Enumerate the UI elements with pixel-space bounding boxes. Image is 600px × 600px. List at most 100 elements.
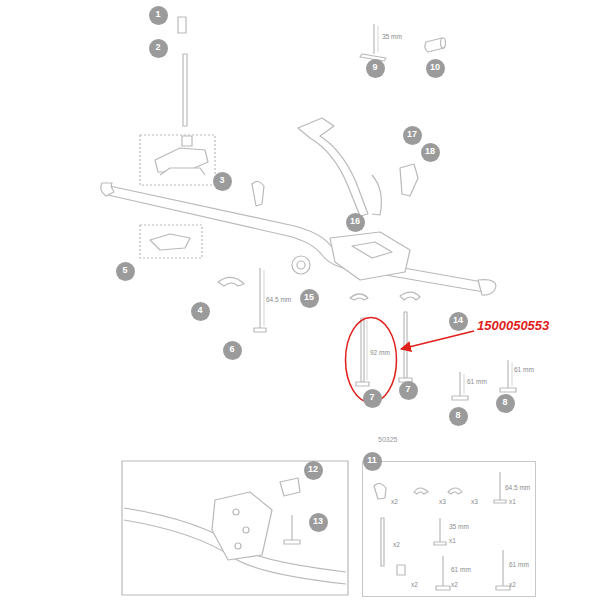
part-outline [361,318,364,382]
callout-number: 12 [304,461,323,480]
dimension-text: x2 [393,541,400,548]
callout-number: 8 [449,407,468,426]
dimension-label: 61 mm [467,378,487,385]
parts [101,17,516,595]
dimension-text: x1 [449,537,456,544]
callout-number: 6 [223,341,242,360]
part-outline [507,360,508,388]
callout-text: 2 [155,43,160,53]
callout-number: 9 [366,59,385,78]
part-outline [434,542,446,545]
callout-number: 18 [421,143,440,162]
callout-text: 9 [372,63,377,73]
part-outline [218,277,244,286]
part-outline [122,461,348,595]
part-outline [494,500,506,503]
part-outline [425,38,445,52]
callout-text: 12 [308,465,318,475]
callout-number: 3 [213,172,232,191]
red-leader-arrow [401,331,474,349]
part-outline [284,540,300,544]
part-outline [436,586,450,590]
part-outline [252,181,264,206]
dimension-text: 35 mm [449,523,469,530]
part-outline [414,488,428,494]
callout-number: 15 [300,289,319,308]
part-outline [496,586,510,590]
part-outline [140,135,215,185]
part-outline [291,515,292,540]
callout-number: 7 [363,389,382,408]
parts-kit-box: x2x3x364.5 mmx1x235 mmx1x261 mmx261 mmx2 [362,461,536,597]
callout-number: 7 [399,381,418,400]
callout-text: 14 [453,316,463,326]
callout-number: 11 [363,452,382,471]
dimension-text: x2 [509,581,516,588]
part-outline [182,136,192,146]
part-outline [512,362,513,386]
callout-text: 4 [197,306,202,316]
dimension-label: 64.5 mm [266,296,291,303]
part-outline [352,242,392,258]
dimension-text: x2 [411,581,418,588]
callout-text: 17 [407,130,417,140]
callout-text: 7 [369,393,374,403]
dimension-label: 61 mm [514,366,534,373]
part-outline [264,270,265,326]
dimension-text: 64.5 mm [505,484,530,491]
part-outline [101,183,114,196]
callout-text: 13 [313,517,323,527]
part-outline [397,565,405,575]
part-outline [243,527,249,533]
dimension-text: x2 [451,581,458,588]
part-outline [452,396,468,400]
part-outline [108,195,484,292]
callout-number: 13 [309,513,328,532]
part-outline [297,261,305,269]
part-outline [500,388,516,392]
part-outline [400,164,418,196]
callout-number: 1 [149,6,168,25]
part-outline [367,320,368,380]
part-outline [259,268,260,328]
part-outline [350,294,368,300]
callout-text: 16 [350,217,360,227]
callout-number: 14 [449,312,468,331]
callout-number: 8 [496,394,515,413]
callout-text: 18 [425,147,435,157]
part-outline [459,372,460,396]
part-outline [442,556,443,586]
dimension-text: x2 [391,498,398,505]
part-outline [374,483,386,499]
part-outline [160,168,205,175]
part-outline [448,488,462,494]
callout-number: 10 [426,59,445,78]
callout-text: 8 [502,398,507,408]
part-outline [183,54,187,126]
part-outline [292,256,310,274]
part-outline [254,328,266,332]
part-outline [404,312,407,378]
callout-number: 5 [116,262,135,281]
dimension-text: x1 [509,498,516,505]
part-outline [373,24,374,54]
callout-number: 17 [403,126,422,145]
part-outline [140,225,202,258]
part-outline [150,234,190,250]
dimension-text: 92 mm [370,349,390,356]
part-outline [235,543,241,549]
callout-text: 5 [122,266,127,276]
callout-text: 6 [229,345,234,355]
part-outline [381,518,384,566]
dimension-text: x3 [471,498,478,505]
callout-text: 11 [367,456,377,466]
dimension-text: 61 mm [509,561,529,568]
part-outline [280,478,300,496]
callout-number: 2 [149,39,168,58]
part-outline [298,118,368,216]
callout-number: 16 [346,213,365,232]
part-outline [478,280,496,295]
part-outline [105,185,488,283]
callout-text: 15 [304,293,314,303]
part-outline [378,26,379,52]
